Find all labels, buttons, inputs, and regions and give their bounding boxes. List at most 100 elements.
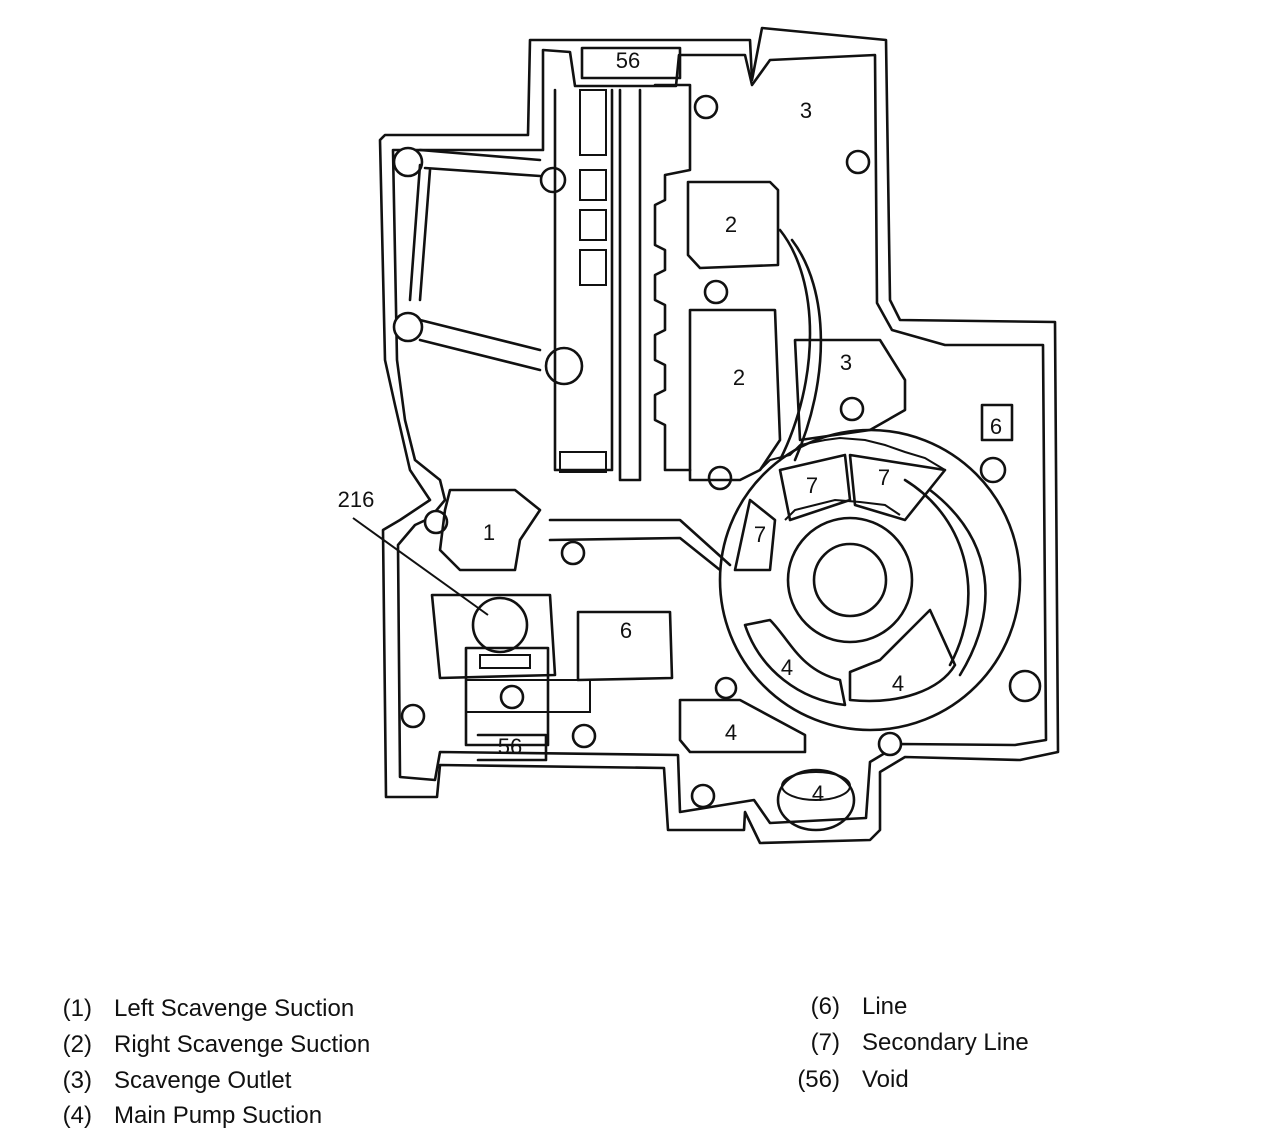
pump-passage xyxy=(548,536,722,572)
chamber-2-upper xyxy=(686,180,780,270)
sector-7-right xyxy=(848,453,947,522)
legend-code: (4) xyxy=(62,1102,92,1129)
callout-7: 7 xyxy=(806,473,818,498)
legend-label: Line xyxy=(862,993,908,1020)
arc-passage xyxy=(778,228,812,462)
crescent-passage xyxy=(903,478,970,667)
legend-item: (2) Right Scavenge Suction xyxy=(0,1030,640,1060)
legend-item: (56) Void xyxy=(740,1065,1240,1095)
left-passage xyxy=(408,163,422,302)
valve-channel xyxy=(553,88,614,472)
bolt-hole xyxy=(714,676,738,700)
valve-bore xyxy=(430,593,557,680)
legend-code: (1) xyxy=(62,995,92,1022)
sector-4-left xyxy=(743,618,847,707)
bolt-hole xyxy=(703,279,729,305)
bolt-hole xyxy=(571,723,597,749)
legend-code: (2) xyxy=(62,1031,92,1058)
diagonal-passage xyxy=(418,318,542,352)
lower-void-frame xyxy=(466,679,591,713)
callout-2: 2 xyxy=(725,212,737,237)
pump-body-diagram: 56 3 2 2 3 6 7 7 7 216 1 6 4 4 4 56 4 xyxy=(338,26,1060,845)
bolt-hole xyxy=(539,166,567,194)
chamber-2-lower xyxy=(688,308,782,482)
pump-bore xyxy=(812,542,888,618)
pump-inner-ring xyxy=(786,516,914,644)
callout-4: 4 xyxy=(781,655,793,680)
legend-code: (3) xyxy=(62,1067,92,1094)
legend-right: (6) Line (7) Secondary Line (56) Void xyxy=(740,990,1240,1110)
chamber-6-lower xyxy=(576,610,674,682)
bolt-hole xyxy=(392,311,424,343)
legend-item: (7) Secondary Line xyxy=(740,1028,1240,1058)
callout-4: 4 xyxy=(892,671,904,696)
bolt-hole xyxy=(845,149,871,175)
chamber-4-cup-rim xyxy=(781,771,851,801)
legend-item: (6) Line xyxy=(740,992,1240,1022)
callout-216: 216 xyxy=(338,487,375,512)
top-passage xyxy=(423,166,542,178)
callout-labels: 56 3 2 2 3 6 7 7 7 216 1 6 4 4 4 56 4 xyxy=(338,48,1002,806)
valve-slots xyxy=(559,89,607,473)
chamber-1 xyxy=(438,488,542,572)
valve-channel xyxy=(618,88,642,482)
callout-3: 3 xyxy=(800,98,812,123)
crescent-passage xyxy=(928,488,987,677)
chamber-4-lower xyxy=(678,698,807,754)
legend-left: (1) Left Scavenge Suction (2) Right Scav… xyxy=(0,990,640,1140)
leader-216 xyxy=(352,517,489,616)
pump-outer-ring xyxy=(718,428,1022,732)
legend-item: (1) Left Scavenge Suction xyxy=(0,994,640,1024)
legend-label: Scavenge Outlet xyxy=(114,1067,292,1094)
chamber-3-lower xyxy=(793,338,907,442)
housing-inner-outline xyxy=(391,48,1048,825)
sector-7-left xyxy=(733,498,777,572)
callout-3: 3 xyxy=(840,350,852,375)
pump-passage xyxy=(548,518,732,567)
legend-code: (6) xyxy=(810,993,840,1020)
legend-item: (3) Scavenge Outlet xyxy=(0,1066,640,1096)
legend-label: Right Scavenge Suction xyxy=(114,1031,371,1058)
land-teeth xyxy=(653,83,692,472)
chamber-6-small xyxy=(980,403,1014,442)
retainer-slot xyxy=(479,654,531,669)
bolt-hole xyxy=(877,731,903,757)
bolt-hole xyxy=(1008,669,1042,703)
check-ball-216 xyxy=(471,596,529,654)
bolt-hole xyxy=(690,783,716,809)
bolt-hole xyxy=(707,465,733,491)
callout-6: 6 xyxy=(620,618,632,643)
bolt-hole xyxy=(400,703,426,729)
lower-void-outline xyxy=(476,733,548,762)
callout-56: 56 xyxy=(498,734,522,759)
bolt-hole xyxy=(423,509,449,535)
callout-4: 4 xyxy=(812,781,824,806)
legend-item: (4) Main Pump Suction xyxy=(0,1101,640,1131)
housing-outline xyxy=(378,26,1060,845)
legend-code: (7) xyxy=(810,1029,840,1056)
callout-7: 7 xyxy=(754,522,766,547)
callout-2: 2 xyxy=(733,365,745,390)
top-void-outline xyxy=(580,46,682,80)
top-passage xyxy=(418,148,542,162)
legend-label: Void xyxy=(862,1066,909,1093)
callout-4: 4 xyxy=(725,720,737,745)
bolt-hole xyxy=(392,146,424,178)
gear-teeth xyxy=(784,498,901,521)
sector-7-mid xyxy=(778,453,852,522)
left-passage xyxy=(418,168,432,302)
bolt-hole xyxy=(839,396,865,422)
diagonal-passage xyxy=(418,338,542,372)
bolt-hole xyxy=(544,346,584,386)
sector-4-right xyxy=(848,608,957,703)
legend-label: Secondary Line xyxy=(862,1029,1029,1056)
bolt-hole xyxy=(693,94,719,120)
legend-label: Main Pump Suction xyxy=(114,1102,323,1129)
gear-teeth xyxy=(759,436,946,471)
callout-6: 6 xyxy=(990,414,1002,439)
chamber-4-cup xyxy=(776,768,856,832)
callout-7: 7 xyxy=(878,465,890,490)
callout-1: 1 xyxy=(483,520,495,545)
legend-code: (56) xyxy=(797,1066,840,1093)
callout-56: 56 xyxy=(616,48,640,73)
